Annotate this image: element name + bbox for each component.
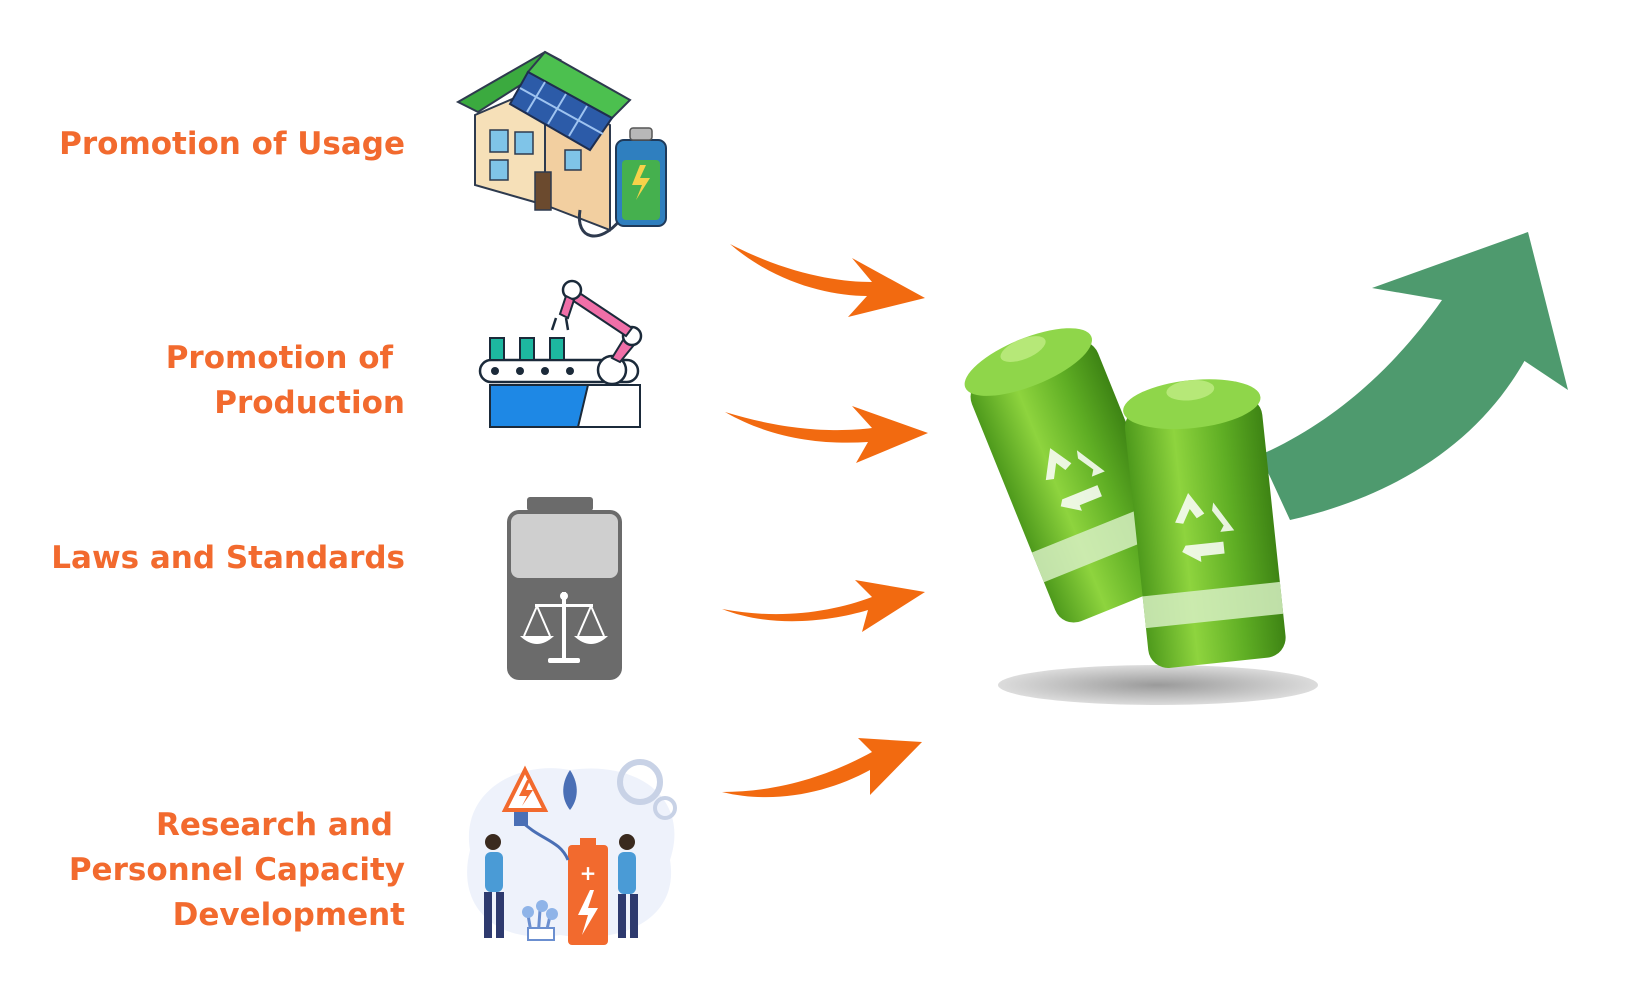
label-laws-text: Laws and Standards xyxy=(51,540,405,576)
label-laws-and-standards: Laws and Standards xyxy=(5,536,405,581)
label-production-line1: Promotion of xyxy=(165,340,393,376)
arrow-usage xyxy=(730,244,925,317)
label-research-line3: Development xyxy=(172,897,405,933)
svg-text:+: + xyxy=(580,861,597,885)
label-production-line2: Production xyxy=(214,385,405,421)
recycle-batteries-icon xyxy=(964,328,1318,705)
label-research-line1: Research and xyxy=(156,807,393,843)
arrow-laws xyxy=(722,580,925,632)
growth-arrow-icon xyxy=(1260,232,1568,520)
people-battery-research-icon: + xyxy=(467,759,677,945)
label-promotion-of-production: Promotion of Production xyxy=(5,336,405,426)
arrow-research xyxy=(722,738,922,798)
orange-arrows xyxy=(722,244,928,798)
label-promotion-of-usage: Promotion of Usage xyxy=(5,122,405,167)
label-research-line2: Personnel Capacity xyxy=(68,852,405,888)
label-usage-text: Promotion of Usage xyxy=(59,126,405,162)
label-research-development: Research and Personnel Capacity Developm… xyxy=(5,803,405,938)
solar-house-battery-icon xyxy=(455,50,667,238)
robot-arm-assembly-icon xyxy=(478,279,643,428)
battery-scales-icon xyxy=(507,497,622,680)
arrow-production xyxy=(725,406,928,463)
